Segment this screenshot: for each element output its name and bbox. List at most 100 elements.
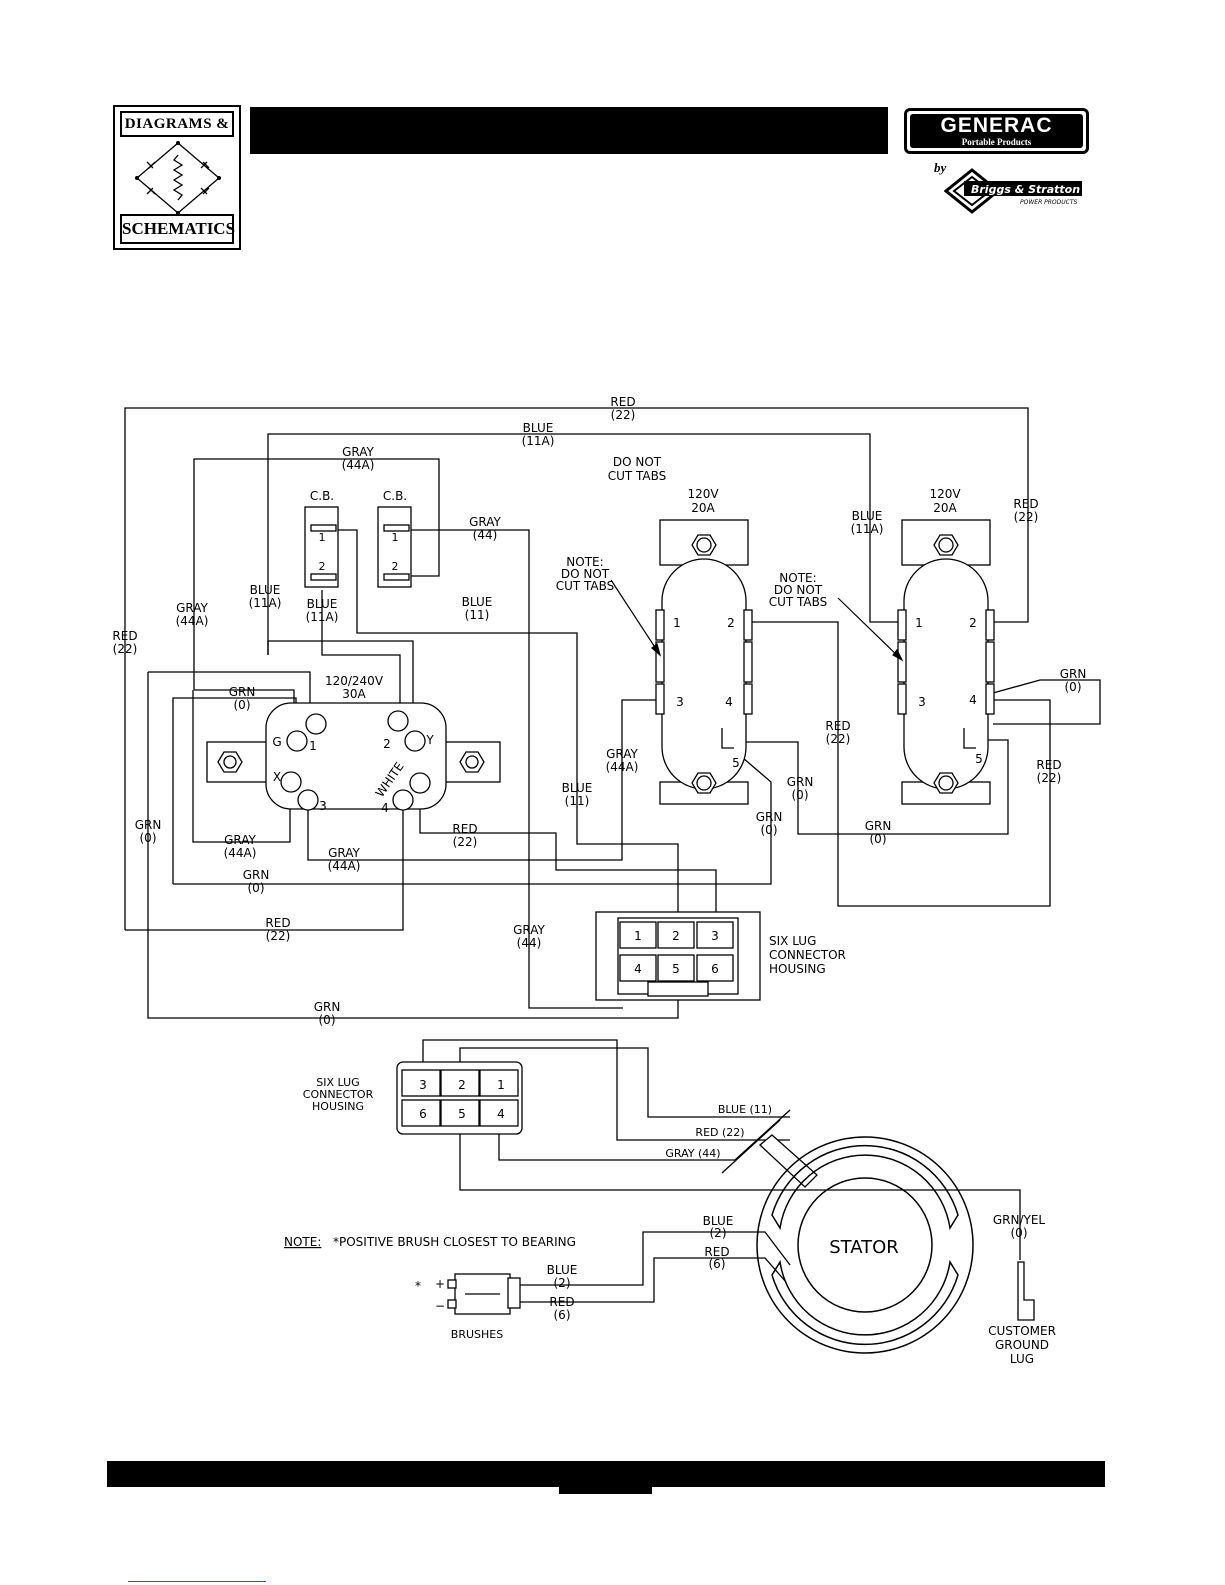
conn1-pin-4: 4 [634, 962, 642, 976]
conn1-pin-6: 6 [711, 962, 719, 976]
wire-label-blue11-r1: BLUE(11) [562, 781, 593, 808]
rec2-term-5: 5 [975, 752, 983, 766]
wire-label-grn0-mid: GRN(0) [865, 819, 892, 846]
conn1-pin-3: 3 [711, 929, 719, 943]
brand-subtitle: Portable Products [961, 137, 1032, 147]
circuit-breaker-1 [304, 506, 339, 588]
briggs-stratton-logo: Briggs & Stratton POWER PRODUCTS [944, 168, 1082, 214]
bridge-rectifier-icon [135, 141, 221, 215]
wire-label-red22-stator: RED (22) [695, 1126, 744, 1139]
conn1-pin-2: 2 [672, 929, 680, 943]
rec2-term-3: 3 [918, 695, 926, 709]
wire-label-grn0-r1a: GRN(0) [787, 775, 814, 802]
receptacle-120v-2 [897, 519, 995, 805]
conn2-pin-3: 3 [419, 1078, 427, 1092]
conn2-pin-1: 1 [497, 1078, 505, 1092]
rec1-term-1: 1 [673, 616, 681, 630]
conn2-pin-2: 2 [458, 1078, 466, 1092]
rec2-term-4: 4 [969, 693, 977, 707]
wire-label-red22-top: RED(22) [610, 395, 635, 422]
brand-name: GENERAC [940, 114, 1053, 137]
wire-label-blue2-stator: BLUE(2) [703, 1214, 734, 1240]
cb2-term-1: 1 [392, 531, 399, 544]
wire-label-red22-far2: RED(22) [1036, 758, 1061, 785]
wire-label-grn0-r1b: GRN(0) [756, 810, 783, 837]
cb1-term-1: 1 [319, 531, 326, 544]
receptacle-120-240v [206, 702, 501, 811]
partner-subtitle: POWER PRODUCTS [1020, 199, 1078, 206]
title-bar [250, 107, 888, 154]
brush-plus: + [435, 1277, 445, 1291]
wire-label-gray44-cb: GRAY(44) [469, 515, 501, 542]
wire-label-blue2-brush: BLUE(2) [547, 1263, 578, 1290]
wire-label-blue11a-cb: BLUE(11A) [306, 597, 339, 624]
rec240-term-4: 4 [381, 801, 389, 815]
by-text: by [934, 160, 947, 175]
conn2-pin-4: 4 [497, 1107, 505, 1121]
rec1-term-5: 5 [732, 756, 740, 770]
wire-label-grn0-long: GRN(0) [243, 868, 270, 895]
six-lug-connector-2 [396, 1061, 523, 1135]
wire-label-blue11a-r2: BLUE(11A) [851, 509, 884, 536]
wire-label-grn0-leftside: GRN(0) [135, 818, 162, 845]
conn2-pin-6: 6 [419, 1107, 427, 1121]
rec240-term-2: 2 [383, 737, 391, 751]
logo-top-text: DIAGRAMS & [120, 111, 234, 137]
six-lug-connector-1 [595, 911, 761, 1001]
rec1-term-2: 2 [727, 616, 735, 630]
rec240-term-g: G [272, 735, 281, 749]
wire-label-red22-left: RED(22) [112, 629, 137, 656]
diagrams-schematics-logo: DIAGRAMS & SCHEMATICS [113, 105, 241, 250]
wire-label-red22-bottom: RED(22) [265, 916, 290, 943]
logo-bottom-text: SCHEMATICS [120, 214, 235, 244]
conn1-pin-1: 1 [634, 929, 642, 943]
rec1-term-3: 3 [676, 695, 684, 709]
cb2-label: C.B. [383, 489, 407, 503]
wire-label-blue11a-left: BLUE(11A) [249, 583, 282, 610]
wire-label-grn0-main: GRN(0) [229, 685, 256, 712]
rec240-term-y: Y [425, 733, 434, 747]
wire-label-red22-right: RED(22) [1013, 497, 1038, 524]
cb1-label: C.B. [310, 489, 334, 503]
conn2-pin-5: 5 [458, 1107, 466, 1121]
brush-minus: − [435, 1299, 445, 1313]
wire-label-gray44-stator: GRAY (44) [665, 1147, 720, 1160]
wire-label-gray44a-bl: GRAY(44A) [224, 833, 257, 860]
wire-label-red22-r1: RED(22) [825, 719, 850, 746]
stator [756, 1136, 974, 1354]
footer-link-underline[interactable] [128, 1581, 266, 1582]
wire-label-grn0-far: GRN(0) [1060, 667, 1087, 694]
rec240-term-3: 3 [319, 799, 327, 813]
note-brush-lead: NOTE: [284, 1235, 321, 1249]
wire-label-gray44a-r1: GRAY(44A) [606, 747, 639, 774]
wire-label-grnyel: GRN/YEL(0) [993, 1213, 1046, 1240]
brush-star: * [415, 1279, 421, 1293]
generac-logo: GENERAC Portable Products [904, 108, 1089, 154]
wire-label-red6-brush: RED(6) [549, 1295, 574, 1322]
rec1-term-4: 4 [725, 695, 733, 709]
wire-label-red22-white: RED(22) [452, 822, 477, 849]
wire-label-gray44a-top: GRAY(44A) [342, 445, 375, 472]
wire-label-gray44a-left: GRAY(44A) [176, 601, 209, 628]
ground-lug [1017, 1261, 1035, 1321]
footer-page-tab [559, 1467, 652, 1494]
receptacle-120v-1 [655, 519, 753, 805]
wire-label-grn0-bottom: GRN(0) [314, 1000, 341, 1027]
rec240-term-x: X [273, 770, 281, 784]
partner-name: Briggs & Stratton [971, 183, 1080, 196]
rec2-term-1: 1 [915, 616, 923, 630]
wire-label-gray44-conn: GRAY(44) [513, 923, 545, 950]
wire-label-gray44a-b2: GRAY(44A) [328, 846, 361, 873]
cb2-term-2: 2 [392, 560, 399, 573]
wire-label-blue11a-top: BLUE(11A) [522, 421, 555, 448]
note-brush: *POSITIVE BRUSH CLOSEST TO BEARING [333, 1235, 576, 1249]
